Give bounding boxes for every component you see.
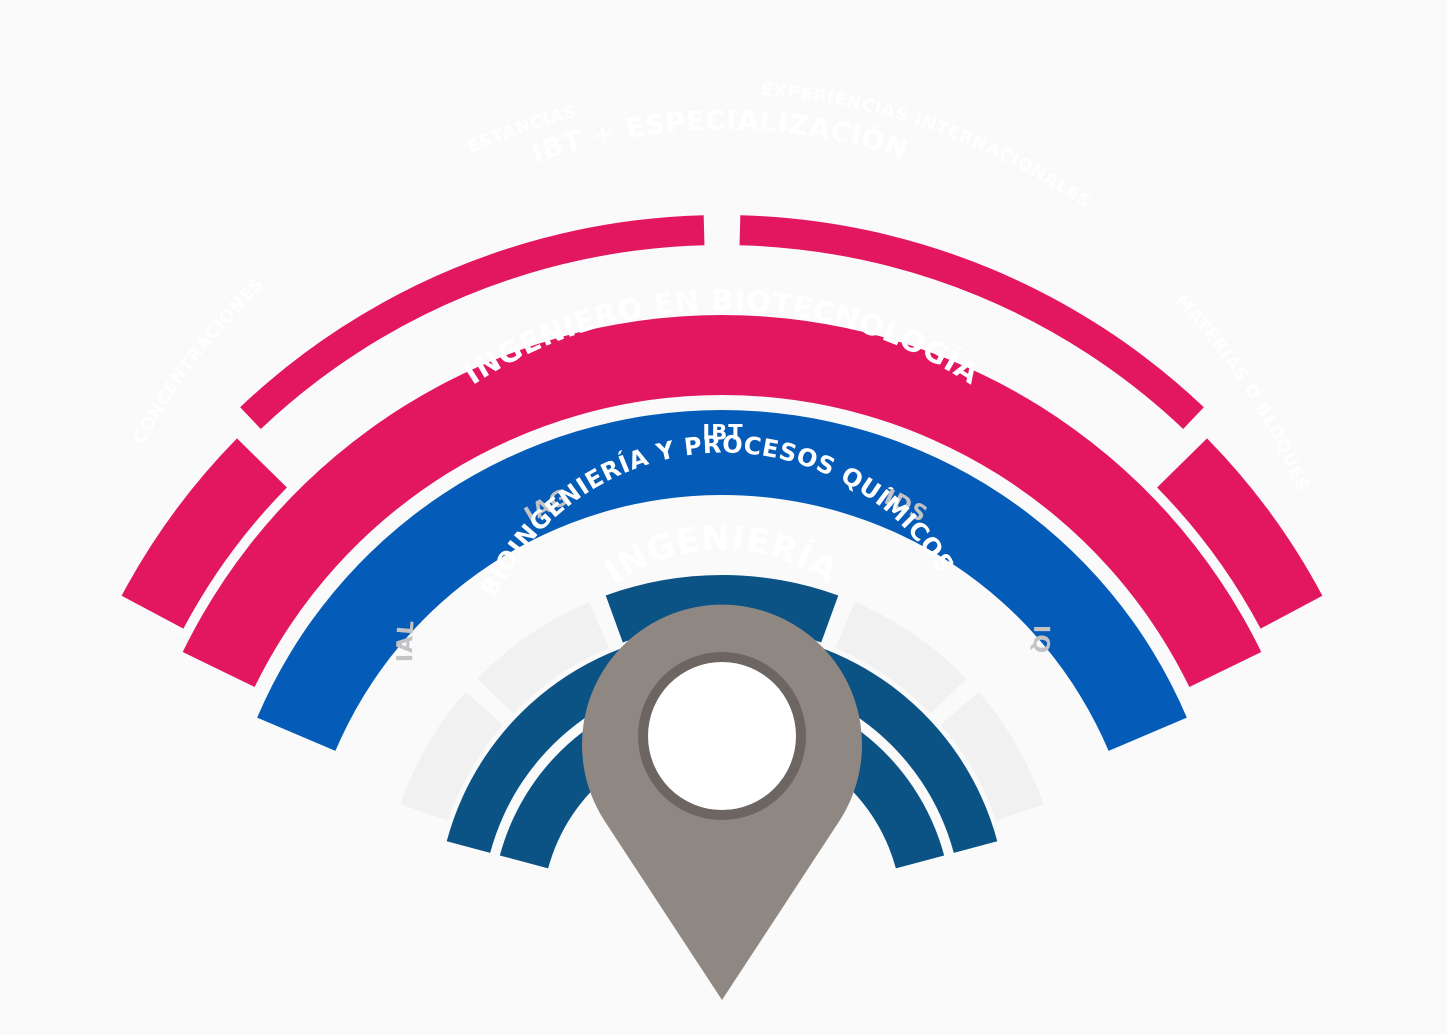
label-iq: IQ bbox=[1027, 625, 1053, 655]
pin-hole bbox=[648, 662, 796, 810]
label-ial: IAL bbox=[393, 619, 420, 662]
label-ibt: IBT bbox=[702, 421, 743, 445]
engineer-ring bbox=[257, 409, 1187, 751]
map-pin-icon bbox=[582, 604, 862, 1000]
outer-segment-concentraciones bbox=[121, 438, 287, 629]
bioengineering-ring bbox=[446, 630, 998, 853]
specialization-ring bbox=[182, 315, 1262, 688]
outer-segment-materias bbox=[1157, 438, 1323, 629]
program-segment-ids bbox=[835, 602, 967, 714]
label-concentraciones: CONCENTRACIONES bbox=[130, 274, 269, 447]
program-segment-ial bbox=[400, 691, 504, 821]
label-specialization: IBT + ESPECIALIZACIÓN bbox=[527, 105, 912, 169]
program-segment-iq bbox=[940, 691, 1044, 821]
program-segment-iag bbox=[477, 602, 609, 714]
label-experiencias: EXPERIENCIAS INTERNACIONALES bbox=[760, 80, 1095, 213]
outer-segment-experiencias bbox=[739, 215, 1204, 429]
outer-segment-estancias bbox=[240, 215, 705, 429]
